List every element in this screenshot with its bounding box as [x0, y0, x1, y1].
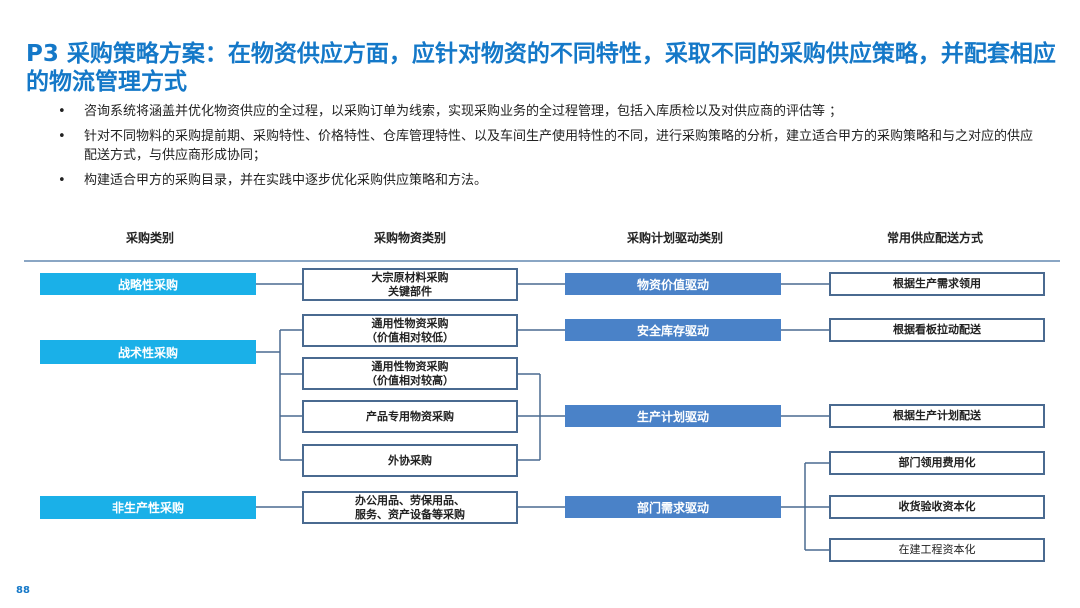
bullet-dot-icon: • [58, 129, 66, 144]
driver-department-demand: 部门需求驱动 [565, 496, 781, 518]
delivery-production-demand: 根据生产需求领用 [829, 272, 1045, 296]
delivery-production-plan: 根据生产计划配送 [829, 404, 1045, 428]
column-header-material: 采购物资类别 [373, 231, 446, 245]
bullet-item: •构建适合甲方的采购目录，并在实践中逐步优化采购供应策略和方法。 [58, 173, 488, 188]
material-general-high: 通用性物资采购 （价值相对较高） [302, 357, 518, 390]
delivery-kanban: 根据看板拉动配送 [829, 318, 1045, 342]
category-non-production: 非生产性采购 [40, 496, 256, 519]
driver-value: 物资价值驱动 [565, 273, 781, 295]
bullet-list: •咨询系统将涵盖并优化物资供应的全过程，以采购订单为线索，实现采购业务的全过程管… [58, 102, 1038, 196]
material-product-specific: 产品专用物资采购 [302, 400, 518, 433]
driver-production-plan: 生产计划驱动 [565, 405, 781, 427]
delivery-capitalized: 收货验收资本化 [829, 495, 1045, 519]
category-strategic: 战略性采购 [40, 273, 256, 295]
material-office-supplies: 办公用品、劳保用品、 服务、资产设备等采购 [302, 491, 518, 524]
page-title: P3 采购策略方案：在物资供应方面，应针对物资的不同特性，采取不同的采购供应策略… [26, 41, 1056, 95]
delivery-construction: 在建工程资本化 [829, 538, 1045, 562]
material-bulk-raw: 大宗原材料采购 关键部件 [302, 268, 518, 301]
column-header-category: 采购类别 [125, 231, 174, 245]
bullet-dot-icon: • [58, 173, 66, 188]
category-tactical: 战术性采购 [40, 340, 256, 364]
bullet-dot-icon: • [58, 104, 66, 119]
delivery-expensed: 部门领用费用化 [829, 451, 1045, 475]
driver-safety-stock: 安全库存驱动 [565, 319, 781, 341]
bullet-item: •针对不同物料的采购提前期、采购特性、价格特性、仓库管理特性、以及车间生产使用特… [58, 129, 1034, 163]
page-number: 88 [16, 585, 30, 596]
column-header-driver: 采购计划驱动类别 [626, 231, 723, 245]
material-general-low: 通用性物资采购 （价值相对较低） [302, 314, 518, 347]
header-divider [24, 260, 1060, 262]
bullet-item: •咨询系统将涵盖并优化物资供应的全过程，以采购订单为线索，实现采购业务的全过程管… [58, 104, 843, 119]
column-header-delivery: 常用供应配送方式 [886, 231, 983, 245]
material-outsourcing: 外协采购 [302, 444, 518, 477]
